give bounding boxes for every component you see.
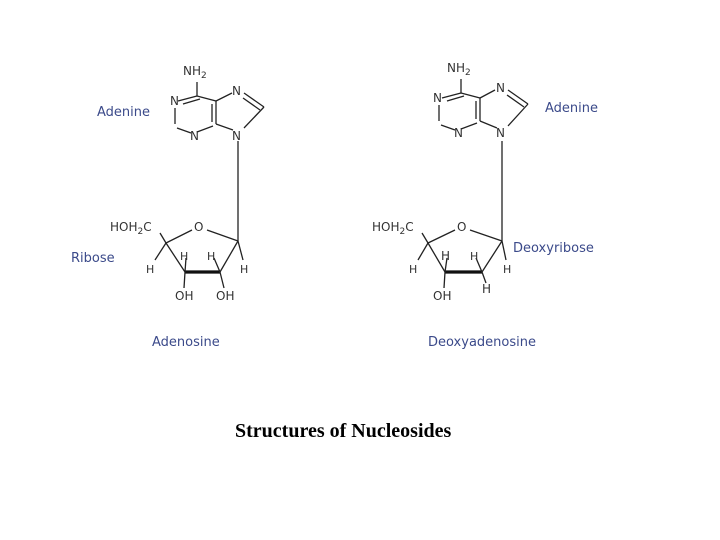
adenosine-structure: NH2 N N N N O HOH2C H H H H OH OH Adenin… xyxy=(71,64,265,350)
n9-label: N xyxy=(232,129,241,143)
deoxyribose-label: Deoxyribose xyxy=(513,241,594,256)
oh-c3-label: OH xyxy=(175,289,193,303)
adenine-label-left: Adenine xyxy=(97,105,150,120)
h-c1-label: H xyxy=(240,263,248,276)
hydroxymethyl-label: HOH2C xyxy=(110,220,152,237)
ribose-ring-bonds xyxy=(154,229,244,289)
ring-oxygen-label: O xyxy=(194,220,203,234)
h-c3-label-right: H xyxy=(441,249,450,263)
adenosine-label: Adenosine xyxy=(152,335,220,350)
n1-label: N xyxy=(170,94,179,108)
h-c3-label: H xyxy=(180,250,188,263)
adenine-base-bonds-right xyxy=(438,79,529,131)
hydroxymethyl-label-right: HOH2C xyxy=(372,220,414,237)
figure-caption: Structures of Nucleosides xyxy=(235,420,451,442)
h-c2-label: H xyxy=(207,250,215,263)
amine-group-label-right: NH2 xyxy=(447,61,471,78)
n3-label: N xyxy=(190,129,199,143)
oh-c2-label: OH xyxy=(216,289,234,303)
adenine-label-right: Adenine xyxy=(545,101,598,116)
n9-label-right: N xyxy=(496,126,505,140)
n7-label-right: N xyxy=(496,81,505,95)
n7-label: N xyxy=(232,84,241,98)
deoxyribose-ring-bonds xyxy=(417,229,507,289)
n3-label-right: N xyxy=(454,126,463,140)
h-c2-label-right: H xyxy=(470,250,478,263)
ring-oxygen-label-right: O xyxy=(457,220,466,234)
deoxyadenosine-structure: NH2 N N N N O HOH2C H H H H OH H Adenine… xyxy=(372,61,598,350)
n1-label-right: N xyxy=(433,91,442,105)
oh-c3-label-right: OH xyxy=(433,289,451,303)
h-c2b-label-right: H xyxy=(482,282,491,296)
ribose-label: Ribose xyxy=(71,251,115,266)
adenine-base-bonds xyxy=(174,82,265,134)
deoxyadenosine-label: Deoxyadenosine xyxy=(428,335,536,350)
h-c4-label-right: H xyxy=(409,263,417,276)
amine-group-label: NH2 xyxy=(183,64,207,81)
h-c1-label-right: H xyxy=(503,263,511,276)
h-c4-label: H xyxy=(146,263,154,276)
